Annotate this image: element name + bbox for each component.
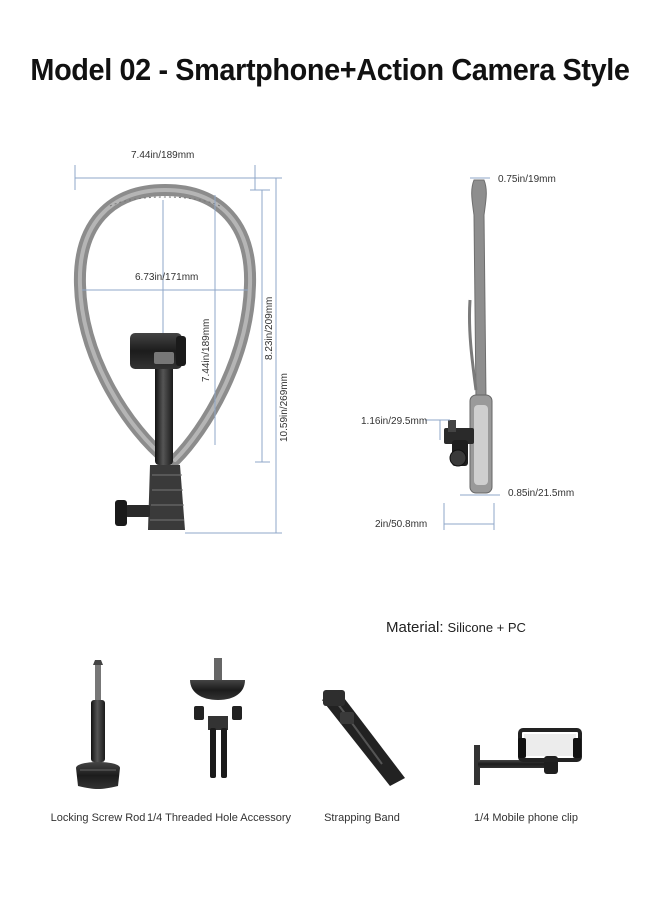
page-title: Model 02 - Smartphone+Action Camera Styl… [30,52,630,87]
material-value: Silicone + PC [447,620,526,635]
dim-total-depth: 2in/50.8mm [375,519,428,530]
accessory-locking-screw-rod [76,660,120,789]
accessory-label-locking-screw-rod: Locking Screw Rod [50,812,146,824]
accessory-label-phone-clip: 1/4 Mobile phone clip [474,812,578,824]
dim-band-thickness: 0.75in/19mm [498,174,556,185]
dim-mount-height: 1.16in/29.5mm [361,416,428,427]
accessory-strapping-band [322,690,405,786]
accessory-threaded-hole [190,658,245,778]
accessory-label-threaded-hole: 1/4 Threaded Hole Accessory [146,812,292,824]
dim-width-inner: 6.73in/171mm [135,272,199,283]
side-view-neck-mount [444,179,493,494]
support-arm [155,350,173,465]
front-dimension-lines [74,165,282,534]
material-label: Material: [386,619,444,636]
dim-width-outer: 7.44in/189mm [131,150,195,161]
material-info: Material:Silicone + PC [386,619,526,636]
front-view-neck-mount [73,183,257,530]
locking-knob-icon [115,500,127,526]
side-dimension-lines [425,177,500,530]
accessory-label-strapping-band: Strapping Band [324,812,400,824]
dim-height-total: 10.59in/269mm [279,373,290,442]
dim-height-inner: 7.44in/189mm [201,318,212,382]
accessory-phone-clip [474,728,582,785]
dim-height-band: 8.23in/209mm [264,296,275,360]
dim-base-width: 0.85in/21.5mm [508,488,575,499]
